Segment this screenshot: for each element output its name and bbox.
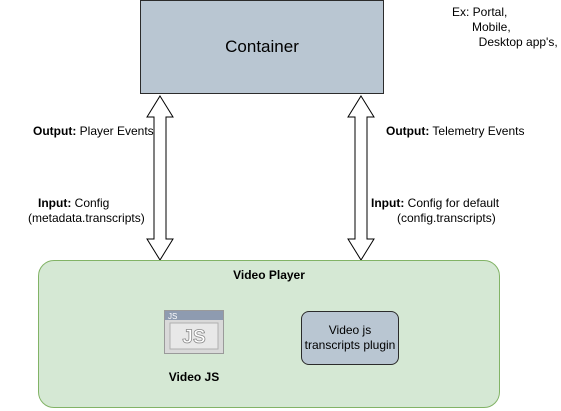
video-player-title: Video Player <box>233 268 305 282</box>
videojs-label: Video JS <box>168 370 220 384</box>
transcripts-plugin-box: Video js transcripts plugin <box>301 311 399 365</box>
plugin-label-line2: transcripts plugin <box>304 338 396 352</box>
right-input-label-line2: (config.transcripts) <box>397 211 496 225</box>
left-output-label: Output: Player Events <box>33 124 154 139</box>
left-output-value: Player Events <box>76 124 154 138</box>
right-input-label: Input: Config for default <box>371 196 499 211</box>
right-output-value: Telemetry Events <box>429 124 525 138</box>
left-input-value: Config <box>71 196 110 210</box>
right-input-value: Config for default <box>404 196 500 210</box>
left-double-arrow <box>146 95 174 261</box>
right-input-key: Input: <box>371 196 405 210</box>
video-player-box <box>38 260 500 408</box>
videojs-logo-tag: JS <box>168 312 177 321</box>
left-output-key: Output: <box>33 124 77 138</box>
right-double-arrow <box>347 95 375 261</box>
right-output-label: Output: Telemetry Events <box>386 124 524 139</box>
examples-note: Ex: Portal, Mobile, Desktop app's, <box>452 5 558 49</box>
left-input-key: Input: <box>38 196 72 210</box>
container-box: Container <box>140 0 384 94</box>
plugin-label-line1: Video js <box>328 323 372 337</box>
container-label: Container <box>225 37 299 56</box>
videojs-logo-icon: JS JS <box>164 310 224 354</box>
right-output-key: Output: <box>386 124 430 138</box>
videojs-logo-text: JS <box>182 327 205 348</box>
left-input-label-line2: (metadata.transcripts) <box>28 211 145 225</box>
left-input-label: Input: Config <box>38 196 109 211</box>
